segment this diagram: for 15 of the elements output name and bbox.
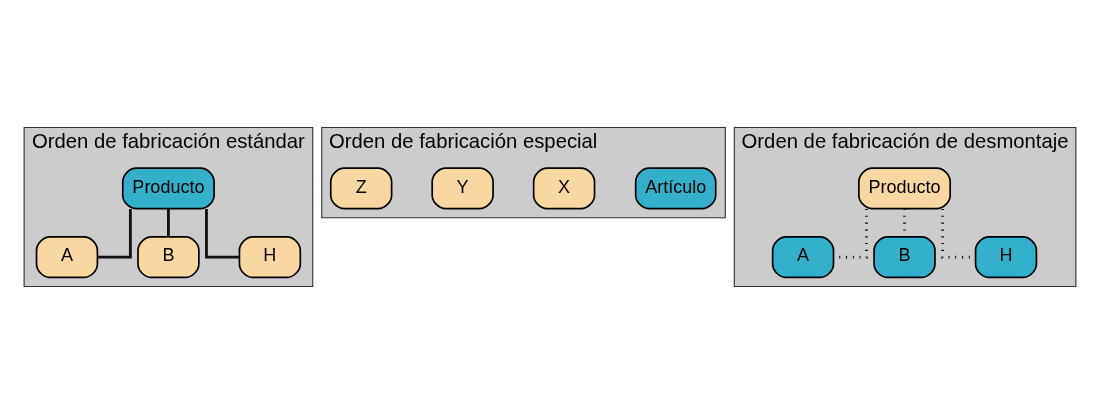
node-box: Producto (121, 167, 215, 210)
connector (97, 209, 132, 259)
node-box: B (873, 236, 936, 279)
node-box: X (532, 167, 596, 210)
node-box: Producto (858, 167, 952, 210)
node-box: H (974, 236, 1038, 279)
node-box: A (35, 236, 99, 279)
node-box: A (771, 236, 835, 279)
node-box: Y (431, 167, 494, 210)
node-box: Z (329, 167, 393, 210)
connector (167, 209, 170, 237)
connector (205, 209, 240, 259)
node-box: B (137, 236, 200, 279)
node-box: H (238, 236, 302, 279)
node-box: Artículo (634, 167, 717, 210)
